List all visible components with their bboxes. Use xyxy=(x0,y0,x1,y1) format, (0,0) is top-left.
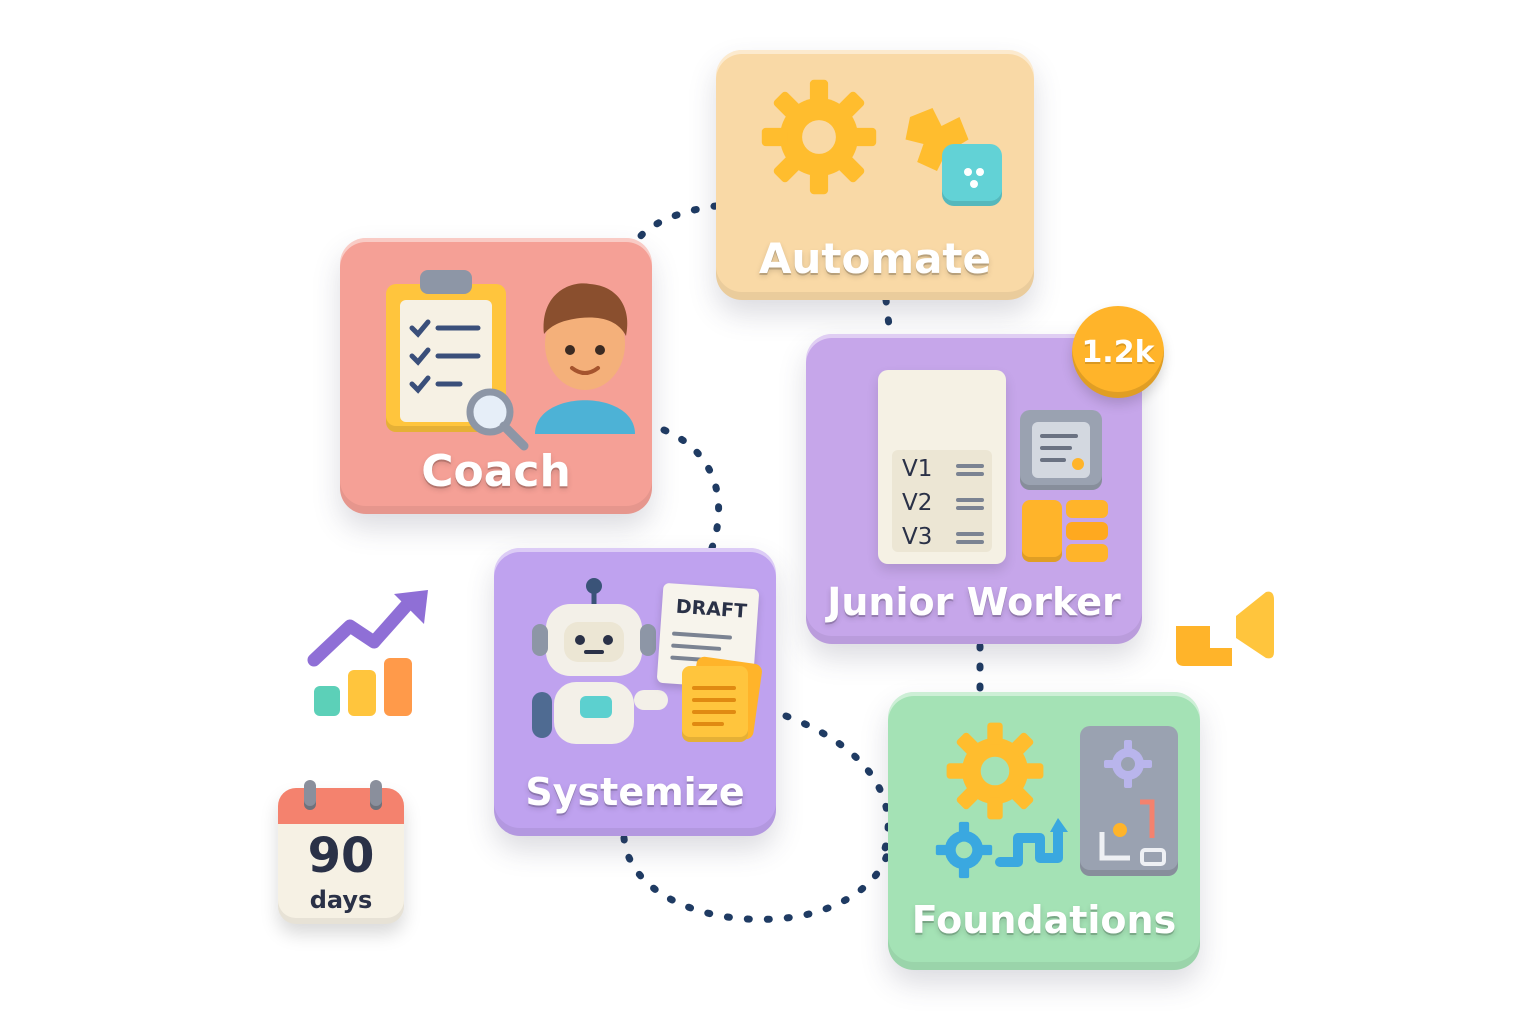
stage-label-automate: Automate xyxy=(758,234,991,283)
stacked-blocks-icon xyxy=(1022,500,1108,562)
small-gear-icon xyxy=(935,821,993,879)
connector-systemize-foundations xyxy=(782,712,892,856)
calendar-ring-right xyxy=(370,780,382,810)
clipboard-checklist-icon xyxy=(386,270,506,432)
stage-label-junior-worker: Junior Worker xyxy=(827,580,1121,624)
stage-card-automate[interactable]: Automate xyxy=(716,50,1034,300)
version-label-2: V2 xyxy=(902,490,933,516)
blueprint-board-icon xyxy=(1080,726,1178,876)
connector-loop-bottom xyxy=(620,834,892,923)
stage-card-foundations[interactable]: Foundations xyxy=(888,692,1200,970)
gear-icon-foundations xyxy=(946,722,1044,820)
version-label-1: V1 xyxy=(902,456,933,482)
robot-icon xyxy=(532,578,668,744)
gear-icon xyxy=(761,79,877,195)
stage-card-coach[interactable]: Coach xyxy=(340,238,652,514)
calendar-icon: 90 days xyxy=(278,788,404,924)
calendar-header xyxy=(278,788,404,824)
connector-automate-junior xyxy=(882,296,894,338)
note-card-icon xyxy=(1020,410,1102,490)
stage-label-coach: Coach xyxy=(421,446,571,497)
puzzle-gear-icon xyxy=(905,108,969,171)
stage-label-systemize: Systemize xyxy=(525,770,745,814)
document-stack-icon xyxy=(682,655,763,742)
version-label-3: V3 xyxy=(902,524,933,550)
document-versions-icon: V1 V2 V3 xyxy=(878,370,1006,564)
flow-arrow-icon xyxy=(995,818,1068,867)
calendar-number: 90 xyxy=(307,828,375,884)
magnifier-icon xyxy=(466,388,529,451)
calendar-unit: days xyxy=(309,886,373,914)
trend-chart-icon xyxy=(307,590,428,716)
count-badge: 1.2k xyxy=(1072,306,1164,398)
stage-label-foundations: Foundations xyxy=(911,898,1177,942)
connector-coach-systemize xyxy=(660,426,722,552)
calendar-ring-left xyxy=(304,780,316,810)
connector-automate-coach xyxy=(632,202,720,248)
person-avatar-icon xyxy=(535,283,635,434)
robot-block-icon xyxy=(942,144,1002,206)
orange-arrow-shape-icon xyxy=(1176,591,1274,666)
